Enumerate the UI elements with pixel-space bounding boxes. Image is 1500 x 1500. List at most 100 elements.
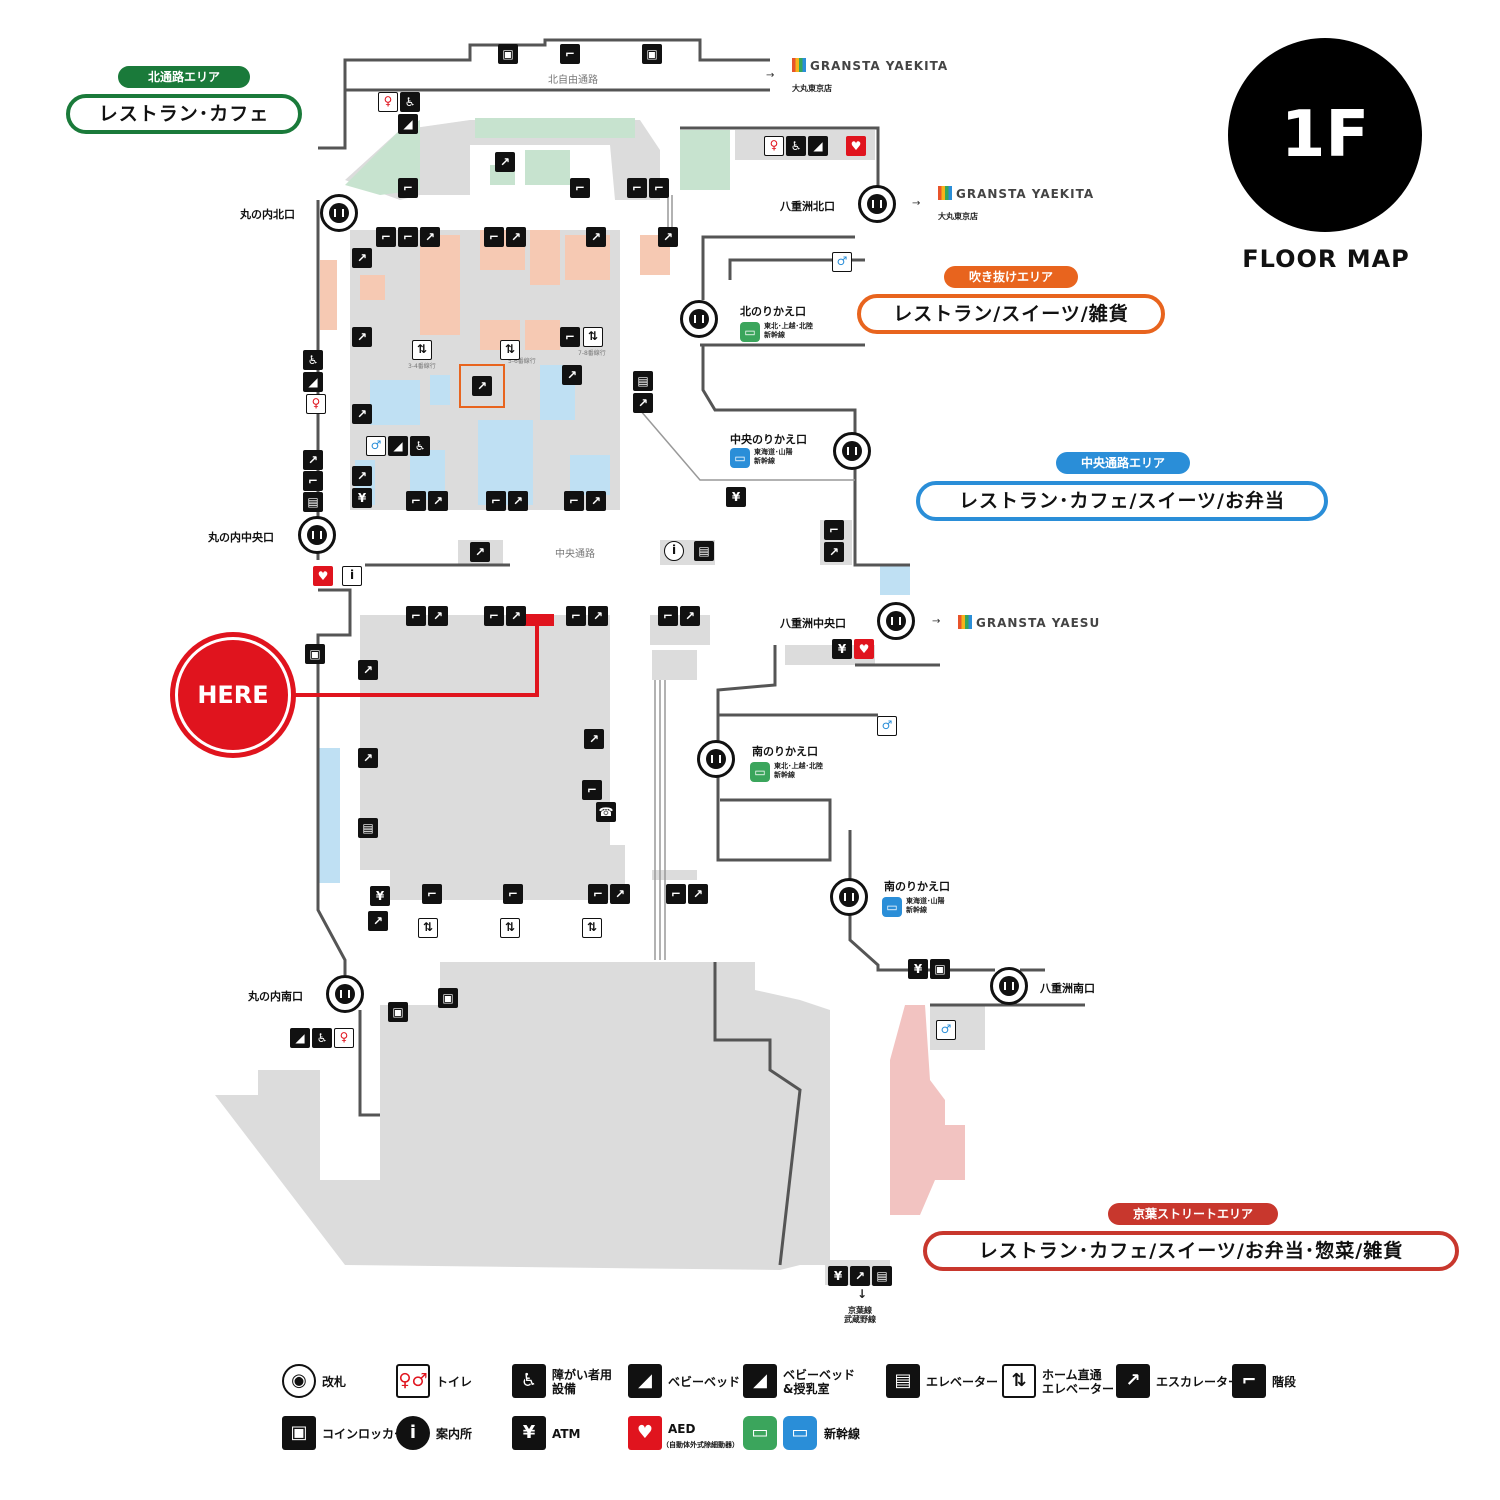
gransta-yaesu-link[interactable]: GRANSTA YAESU [958, 615, 1100, 630]
stairs-icon: ⌐ [406, 606, 426, 626]
stairs-icon: ⌐ [484, 227, 504, 247]
aed-icon: ♥ [846, 136, 866, 156]
stairs-icon: ⌐ [486, 491, 506, 511]
escalator-icon: ↗ [658, 227, 678, 247]
legend-note: （自動体外式除細動器） [662, 1441, 739, 1449]
stairs-icon: ⌐ [1232, 1364, 1266, 1398]
line-tohoku-label-1: 東北･上越･北陸 新幹線 [764, 322, 813, 339]
escalator-icon: ↗ [470, 542, 490, 562]
stairs-icon: ⌐ [824, 520, 844, 540]
gate-yaesu-central[interactable] [877, 602, 915, 640]
gate-chuo-norikae[interactable] [833, 432, 871, 470]
line-tokaido-label-2: 東海道･山陽 新幹線 [906, 897, 945, 914]
gate-marunouchi-south[interactable] [326, 975, 364, 1013]
stairs-icon: ⌐ [588, 884, 608, 904]
keiyo-area-box[interactable]: レストラン･カフェ/スイーツ/お弁当･惣菜/雑貨 [923, 1231, 1459, 1271]
platform-elevator-icon: ⇅ [583, 327, 603, 347]
stairs-icon: ⌐ [422, 884, 442, 904]
daimaru-label-2: 大丸東京店 [938, 212, 978, 221]
gate-minami-norikae-2-label: 南のりかえ口 [884, 880, 950, 893]
floor-map-title: FLOOR MAP [1242, 245, 1410, 273]
baby-bed-icon: ◢ [290, 1028, 310, 1048]
legend-label: 障がい者用 設備 [552, 1368, 613, 1396]
elevator-icon: ▤ [303, 492, 323, 512]
coin-locker-icon: ▣ [498, 44, 518, 64]
floor-badge: 1F [1228, 38, 1422, 232]
coin-locker-icon: ▣ [642, 44, 662, 64]
escalator-icon: ↗ [586, 491, 606, 511]
baby-bed-icon: ◢ [398, 114, 418, 134]
accessible-icon: ♿ [786, 136, 806, 156]
gransta-yaekita-text: GRANSTA YAEKITA [956, 187, 1095, 201]
elevator-icon: ⇅ [582, 918, 602, 938]
legend-label: トイレ [436, 1375, 473, 1389]
elevator-icon: ♿ [303, 350, 323, 370]
fukinuke-area-tag: 吹き抜けエリア [944, 266, 1078, 288]
stairs-icon: ⌐ [484, 606, 504, 626]
shinkansen-icon: ▭ [783, 1416, 817, 1450]
toilet-icon: ♂ [877, 716, 897, 736]
toilet-icon: ♀ [764, 136, 784, 156]
central-area-box[interactable]: レストラン･カフェ/スイーツ/お弁当 [916, 481, 1328, 521]
gate-marunouchi-north-label: 丸の内北口 [240, 208, 295, 221]
stairs-icon: ⌐ [560, 327, 580, 347]
escalator-icon: ↗ [352, 404, 372, 424]
platform-elevator-icon: ⇅ [1002, 1364, 1036, 1398]
legend-label: エスカレーター [1156, 1375, 1241, 1389]
gate-marunouchi-central[interactable] [298, 516, 336, 554]
accessible-icon: ♿ [512, 1364, 546, 1398]
north-area-box[interactable]: レストラン･カフェ [66, 94, 302, 134]
gate-minami-norikae-2[interactable] [830, 878, 868, 916]
info-icon: i [664, 541, 684, 561]
gate-minami-norikae-1-label: 南のりかえ口 [752, 745, 818, 758]
legend-label: ベビーベッド &授乳室 [783, 1368, 856, 1396]
elevator-icon: ▤ [633, 371, 653, 391]
platform-elevator-icon: ⇅ [500, 340, 520, 360]
escalator-icon: ↗ [562, 365, 582, 385]
escalator-icon: ↗ [428, 491, 448, 511]
escalator-icon: ↗ [358, 748, 378, 768]
legend-label: AED [668, 1422, 696, 1436]
legend-label: 新幹線 [824, 1427, 861, 1441]
info-icon: i [396, 1416, 430, 1450]
escalator-icon: ↗ [850, 1266, 870, 1286]
platform-elevator-icon: ⇅ [412, 340, 432, 360]
escalator-icon: ↗ [495, 152, 515, 172]
atm-icon: ¥ [370, 886, 390, 906]
escalator-icon: ↗ [584, 729, 604, 749]
baby-bed-icon: ◢ [808, 136, 828, 156]
escalator-icon: ↗ [303, 450, 323, 470]
stairs-icon: ⌐ [649, 178, 669, 198]
gransta-yaekita-link-1[interactable]: GRANSTA YAEKITA [792, 58, 948, 73]
gate-yaesu-north[interactable] [858, 185, 896, 223]
escalator-icon: ↗ [428, 606, 448, 626]
escalator-icon: ↗ [352, 466, 372, 486]
legend-label: ベビーベッド [668, 1375, 741, 1389]
arrow-icon: → [932, 616, 941, 627]
escalator-icon: ↗ [352, 327, 372, 347]
shinkansen-icon: ▭ [750, 762, 770, 782]
fukinuke-area-box[interactable]: レストラン/スイーツ/雑貨 [857, 294, 1165, 334]
legend-label: エレベーター [926, 1375, 999, 1389]
escalator-icon: ↗ [633, 393, 653, 413]
aed-icon: ♥ [628, 1416, 662, 1450]
elevator-icon: ▤ [872, 1266, 892, 1286]
shinkansen-icon: ▭ [740, 322, 760, 342]
gate-kita-norikae[interactable] [680, 300, 718, 338]
gate-marunouchi-north[interactable] [320, 194, 358, 232]
stairs-icon: ⌐ [666, 884, 686, 904]
escalator-icon: ↗ [352, 248, 372, 268]
north-area-tag: 北通路エリア [118, 66, 250, 88]
escalator-icon: ↗ [368, 911, 388, 931]
gate-marunouchi-central-label: 丸の内中央口 [208, 531, 274, 544]
arrow-icon: → [766, 70, 775, 81]
accessible-icon: ♿ [400, 92, 420, 112]
gate-minami-norikae-1[interactable] [697, 740, 735, 778]
stairs-icon: ⌐ [570, 178, 590, 198]
escalator-icon: ↗ [506, 606, 526, 626]
toilet-icon: ♂ [832, 252, 852, 272]
gate-yaesu-south[interactable] [990, 967, 1028, 1005]
escalator-icon: ↗ [508, 491, 528, 511]
atm-icon: ¥ [726, 487, 746, 507]
gransta-yaekita-link-2[interactable]: GRANSTA YAEKITA [938, 186, 1094, 201]
